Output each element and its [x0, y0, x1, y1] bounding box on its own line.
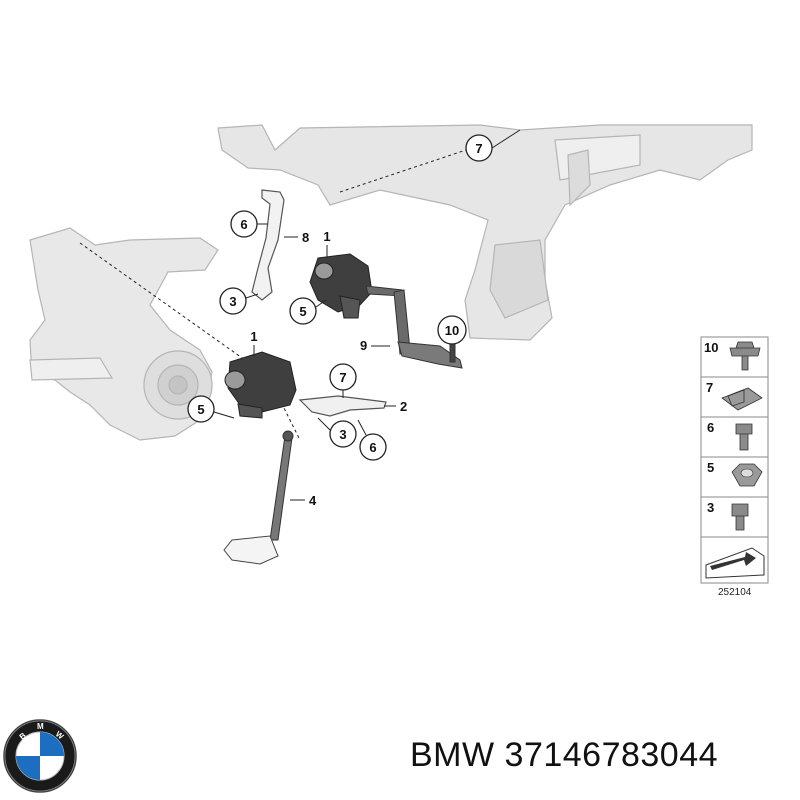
legend-row-5: 5 [707, 460, 763, 487]
callout-2-label: 2 [400, 399, 407, 414]
legend-row-5-num: 5 [707, 460, 714, 475]
legend-row-7: 7 [706, 380, 763, 411]
bmw-logo: B M W [3, 719, 77, 793]
callout-5-mid: 5 [187, 395, 235, 423]
callout-7-mid: 7 [329, 363, 357, 398]
rear-subframe [217, 124, 753, 341]
callout-5-mid-label: 5 [197, 402, 204, 417]
callout-6-mid: 6 [357, 419, 387, 461]
callout-3-mid: 3 [317, 417, 357, 448]
diagram-number: 252104 [718, 587, 752, 598]
clip-nut-icon [721, 387, 763, 411]
bolt-icon [735, 423, 753, 451]
fastener-legend: 10 7 6 5 3 252104 [700, 336, 769, 598]
callout-7-mid-label: 7 [339, 370, 346, 385]
height-sensor-lower [224, 351, 297, 419]
bracket-lower [298, 395, 387, 417]
svg-text:W: W [54, 729, 66, 741]
callout-1-top: 1 [323, 229, 331, 258]
legend-row-3: 3 [707, 500, 749, 531]
bracket-upper [251, 189, 285, 301]
callout-10-label: 10 [445, 323, 459, 338]
callout-8-label: 8 [302, 230, 309, 245]
callout-4-label: 4 [309, 493, 317, 508]
callout-7-top: 7 [465, 134, 493, 162]
socket-screw-icon [731, 503, 749, 531]
direction-arrow-icon [705, 547, 765, 579]
svg-text:M: M [37, 722, 44, 731]
callout-10: 10 [437, 315, 467, 345]
legend-row-10-num: 10 [704, 340, 718, 355]
legend-row-10: 10 [704, 340, 761, 371]
callout-5-top-label: 5 [299, 304, 306, 319]
callout-7-top-label: 7 [475, 141, 482, 156]
callout-3-mid-label: 3 [339, 427, 346, 442]
legend-row-6: 6 [707, 420, 753, 451]
svg-text:B: B [18, 731, 28, 742]
callout-5-top: 5 [289, 297, 327, 325]
callout-6-mid-label: 6 [369, 440, 376, 455]
coupling-rod-lower [223, 430, 294, 565]
part-number-caption: BMW 37146783044 [410, 736, 719, 774]
callout-2: 2 [384, 399, 407, 414]
callout-1-top-label: 1 [323, 229, 330, 244]
callout-3-top-label: 3 [229, 294, 236, 309]
legend-row-3-num: 3 [707, 500, 714, 515]
callout-9: 9 [360, 338, 390, 353]
callout-1-mid-label: 1 [250, 329, 257, 344]
callout-3-top: 3 [219, 287, 259, 315]
legend-row-7-num: 7 [706, 380, 713, 395]
coupling-rod-upper [365, 285, 463, 369]
callout-6-top: 6 [230, 210, 268, 238]
callout-1-mid: 1 [250, 329, 258, 356]
callout-9-label: 9 [360, 338, 367, 353]
legend-row-6-num: 6 [707, 420, 714, 435]
height-sensor-upper [309, 253, 373, 319]
callout-4: 4 [290, 493, 317, 508]
callout-8: 8 [284, 230, 309, 245]
callout-6-top-label: 6 [240, 217, 247, 232]
screw-washer-icon [729, 341, 761, 371]
